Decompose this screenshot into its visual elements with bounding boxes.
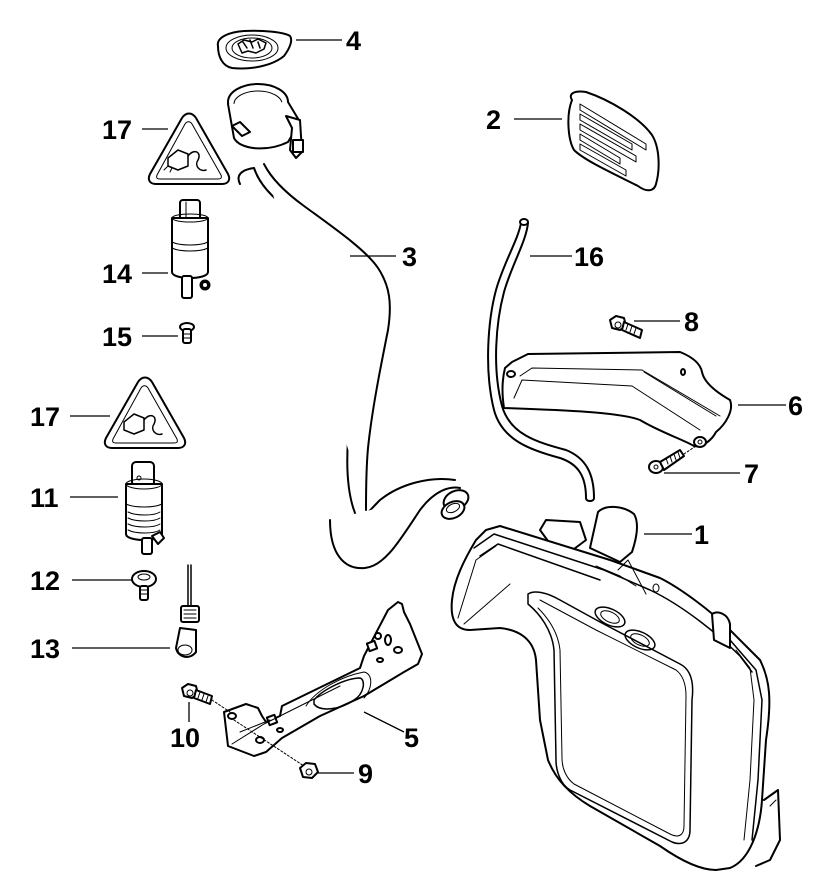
- washer-fluid-reservoir-part-1[interactable]: [450, 506, 781, 871]
- callout-17-bottom[interactable]: 17: [30, 402, 60, 432]
- callout-15[interactable]: 15: [102, 322, 132, 352]
- information-label-part-2[interactable]: [567, 90, 660, 192]
- callout-6[interactable]: 6: [788, 391, 803, 421]
- hex-bolt-part-7[interactable]: [648, 445, 697, 474]
- fluid-level-sensor-part-13[interactable]: [175, 564, 200, 658]
- callout-4[interactable]: 4: [346, 26, 361, 56]
- filler-neck-hose-part-3[interactable]: [227, 83, 472, 570]
- mounting-bracket-lower-part-5[interactable]: [223, 601, 423, 757]
- callout-14[interactable]: 14: [102, 259, 132, 289]
- leader-5: [363, 711, 405, 733]
- hex-bolt-part-10[interactable]: [181, 683, 231, 713]
- grommet-part-12[interactable]: [131, 570, 157, 601]
- callout-1[interactable]: 1: [694, 520, 709, 550]
- grommet-part-15[interactable]: [179, 322, 195, 344]
- callout-16[interactable]: 16: [574, 242, 604, 272]
- callout-7[interactable]: 7: [744, 459, 759, 489]
- filler-cap-part-4[interactable]: [216, 29, 293, 70]
- washer-pump-part-14[interactable]: [171, 199, 211, 299]
- warning-label-part-17-bottom[interactable]: [103, 376, 187, 449]
- mounting-bracket-upper-part-6[interactable]: [501, 351, 732, 448]
- callout-10[interactable]: 10: [170, 723, 200, 753]
- callout-17-top[interactable]: 17: [102, 115, 132, 145]
- hex-nut-part-9[interactable]: [233, 719, 319, 779]
- callout-13[interactable]: 13: [30, 634, 60, 664]
- callout-12[interactable]: 12: [30, 566, 60, 596]
- callout-3[interactable]: 3: [402, 242, 417, 272]
- hex-bolt-part-8[interactable]: [609, 315, 643, 339]
- callout-2[interactable]: 2: [486, 105, 501, 135]
- callout-5[interactable]: 5: [404, 723, 419, 753]
- warning-label-part-17-top[interactable]: [147, 112, 231, 185]
- callout-9[interactable]: 9: [358, 759, 373, 789]
- washer-pump-part-11[interactable]: [125, 461, 165, 555]
- callout-8[interactable]: 8: [684, 307, 699, 337]
- callout-11[interactable]: 11: [30, 483, 59, 513]
